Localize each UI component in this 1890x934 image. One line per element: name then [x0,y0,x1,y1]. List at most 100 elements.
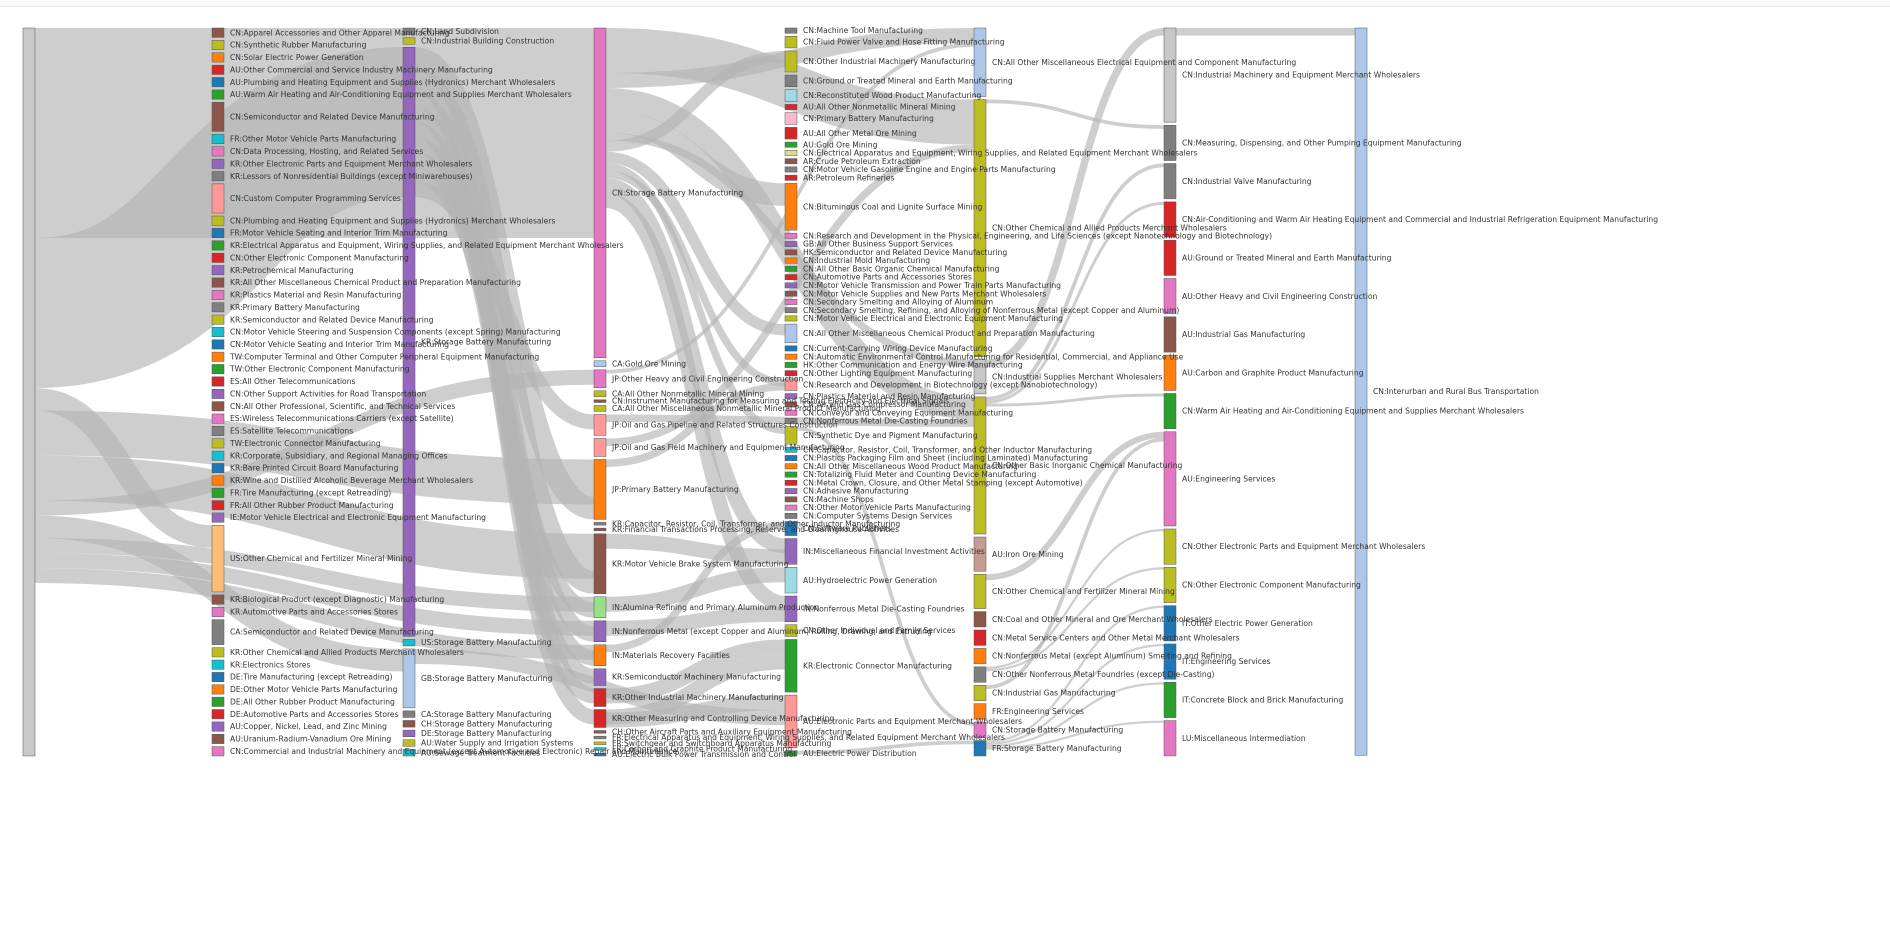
sankey-node[interactable] [784,345,798,352]
sankey-node[interactable] [593,596,607,619]
sankey-node[interactable] [211,426,225,436]
sankey-node[interactable] [784,567,798,594]
sankey-node[interactable] [784,50,798,73]
sankey-node[interactable] [211,27,225,38]
sankey-node[interactable] [211,709,225,720]
sankey-node[interactable] [211,475,225,486]
sankey-node[interactable] [211,607,225,617]
sankey-node[interactable] [593,668,607,686]
sankey-node[interactable] [784,307,798,314]
sankey-node[interactable] [211,746,225,757]
sankey-node[interactable] [784,418,798,424]
sankey-node[interactable] [784,455,798,461]
sankey-node[interactable] [211,265,225,276]
sankey-node[interactable] [593,399,607,403]
sankey-node[interactable] [784,265,798,272]
sankey-node[interactable] [784,538,798,565]
sankey-node[interactable] [784,112,798,125]
sankey-node[interactable] [593,747,607,751]
sankey-node[interactable] [211,215,225,226]
sankey-node[interactable] [784,257,798,264]
sankey-node[interactable] [593,459,607,520]
sankey-node[interactable] [211,302,225,313]
sankey-node[interactable] [593,27,607,359]
sankey-node[interactable] [211,240,225,251]
sankey-node[interactable] [593,753,607,757]
sankey-node[interactable] [593,709,607,728]
sankey-node[interactable] [593,741,607,745]
sankey-node[interactable] [211,696,225,707]
sankey-node[interactable] [593,414,607,436]
sankey-node[interactable] [593,369,607,389]
sankey-node[interactable] [211,52,225,63]
sankey-node[interactable] [784,27,798,34]
sankey-node[interactable] [211,183,225,214]
sankey-node[interactable] [1163,201,1177,238]
sankey-node[interactable] [784,639,798,693]
sankey-node[interactable] [784,426,798,445]
sankey-node[interactable] [784,362,798,368]
sankey-node[interactable] [784,401,798,408]
sankey-node[interactable] [593,438,607,457]
sankey-node[interactable] [211,500,225,511]
sankey-node[interactable] [211,64,225,75]
sankey-node[interactable] [211,525,225,593]
sankey-node[interactable] [784,282,798,289]
sankey-node[interactable] [784,323,798,344]
sankey-node[interactable] [973,611,987,628]
sankey-node[interactable] [211,314,225,325]
sankey-node[interactable] [784,166,798,173]
sankey-node[interactable] [593,620,607,642]
sankey-node[interactable] [784,409,798,416]
sankey-node[interactable] [211,171,225,182]
sankey-node[interactable] [593,730,607,734]
sankey-node[interactable] [211,146,225,157]
sankey-node[interactable] [593,405,607,412]
sankey-node[interactable] [211,672,225,683]
sankey-node[interactable] [402,720,416,728]
sankey-node[interactable] [593,688,607,707]
sankey-node[interactable] [211,463,225,474]
sankey-node[interactable] [973,666,987,683]
sankey-node[interactable] [211,228,225,239]
sankey-node[interactable] [784,89,798,102]
sankey-node[interactable] [402,729,416,737]
sankey-node[interactable] [784,378,798,391]
sankey-node[interactable] [211,351,225,362]
sankey-node[interactable] [784,694,798,748]
sankey-node[interactable] [22,27,36,757]
sankey-node[interactable] [973,536,987,572]
sankey-node[interactable] [593,390,607,398]
sankey-node[interactable] [784,127,798,140]
sankey-node[interactable] [593,735,607,740]
sankey-node[interactable] [402,739,416,747]
sankey-node[interactable] [211,77,225,88]
sankey-node[interactable] [211,376,225,387]
sankey-node[interactable] [784,370,798,377]
sankey-node[interactable] [211,647,225,658]
sankey-node[interactable] [593,360,607,368]
sankey-node[interactable] [973,574,987,609]
sankey-node[interactable] [211,594,225,605]
sankey-node[interactable] [211,413,225,424]
sankey-node[interactable] [784,446,798,453]
sankey-node[interactable] [1163,316,1177,353]
sankey-node[interactable] [784,232,798,239]
sankey-node[interactable] [211,401,225,412]
sankey-node[interactable] [402,37,416,45]
sankey-node[interactable] [211,252,225,263]
sankey-node[interactable] [973,703,987,720]
sankey-node[interactable] [973,685,987,701]
sankey-node[interactable] [784,463,798,470]
sankey-node[interactable] [1163,720,1177,757]
sankey-node[interactable] [1163,124,1177,161]
sankey-node[interactable] [784,353,798,360]
sankey-node[interactable] [211,733,225,744]
sankey-node[interactable] [784,158,798,165]
sankey-node[interactable] [1163,239,1177,276]
sankey-node[interactable] [402,47,416,637]
sankey-node[interactable] [784,183,798,231]
sankey-node[interactable] [973,99,987,357]
sankey-node[interactable] [784,521,798,536]
sankey-node[interactable] [593,522,607,526]
